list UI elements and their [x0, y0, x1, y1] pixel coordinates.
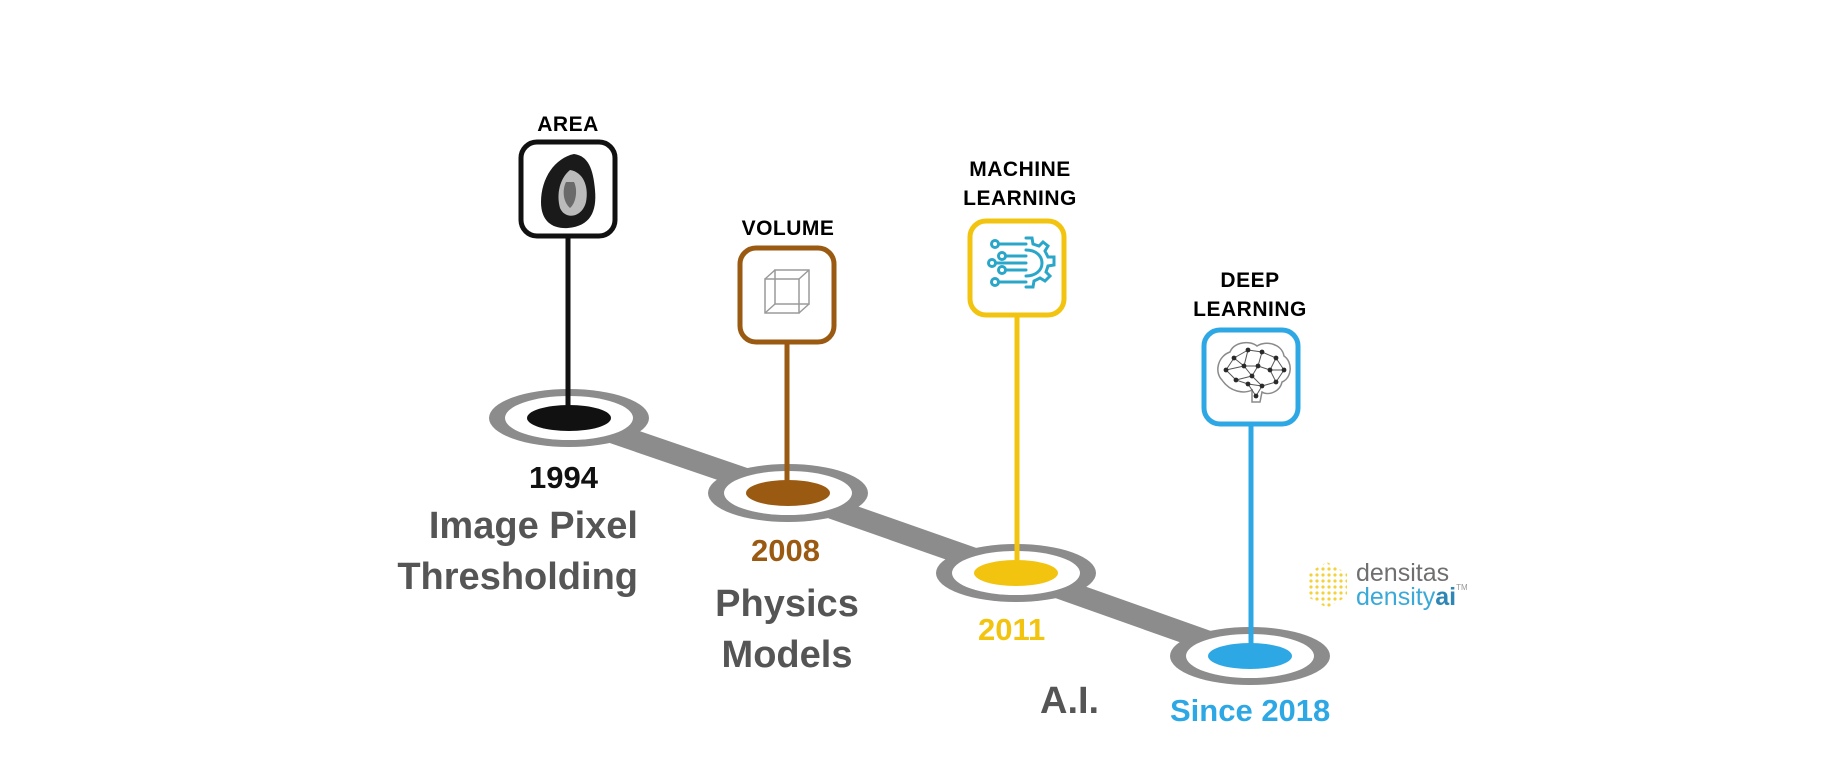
node-center — [974, 560, 1058, 586]
brand-product: densityaiTM — [1356, 583, 1468, 611]
icon-card — [967, 218, 1067, 318]
breast-scan-icon — [541, 154, 596, 229]
densitas-logo: densitas densityaiTM — [1302, 556, 1482, 616]
machine-learning-label: MACHINE LEARNING — [963, 158, 1077, 210]
year-2011: 2011 — [978, 612, 1046, 647]
node-center — [1208, 643, 1292, 669]
volume-description: Physics Models — [715, 583, 859, 676]
area-label: AREA — [537, 113, 599, 136]
year-since-2018: Since 2018 — [1170, 693, 1331, 728]
year-1994: 1994 — [529, 460, 598, 495]
deep-learning-label: DEEP LEARNING — [1193, 269, 1307, 321]
brand-name: densitas — [1356, 559, 1450, 587]
node-center — [527, 405, 611, 431]
neural-brain-icon — [1217, 341, 1291, 403]
ai-label: A.I. — [1040, 680, 1100, 722]
wireframe-cube-icon — [764, 269, 810, 314]
year-2008: 2008 — [751, 533, 820, 568]
hexagon-dots-logo-icon — [1307, 562, 1347, 608]
volume-label: VOLUME — [741, 217, 835, 240]
circuit-gear-icon — [987, 236, 1056, 289]
icon-card — [737, 245, 837, 345]
area-description: Image Pixel Thresholding — [397, 505, 638, 598]
node-center — [746, 480, 830, 506]
